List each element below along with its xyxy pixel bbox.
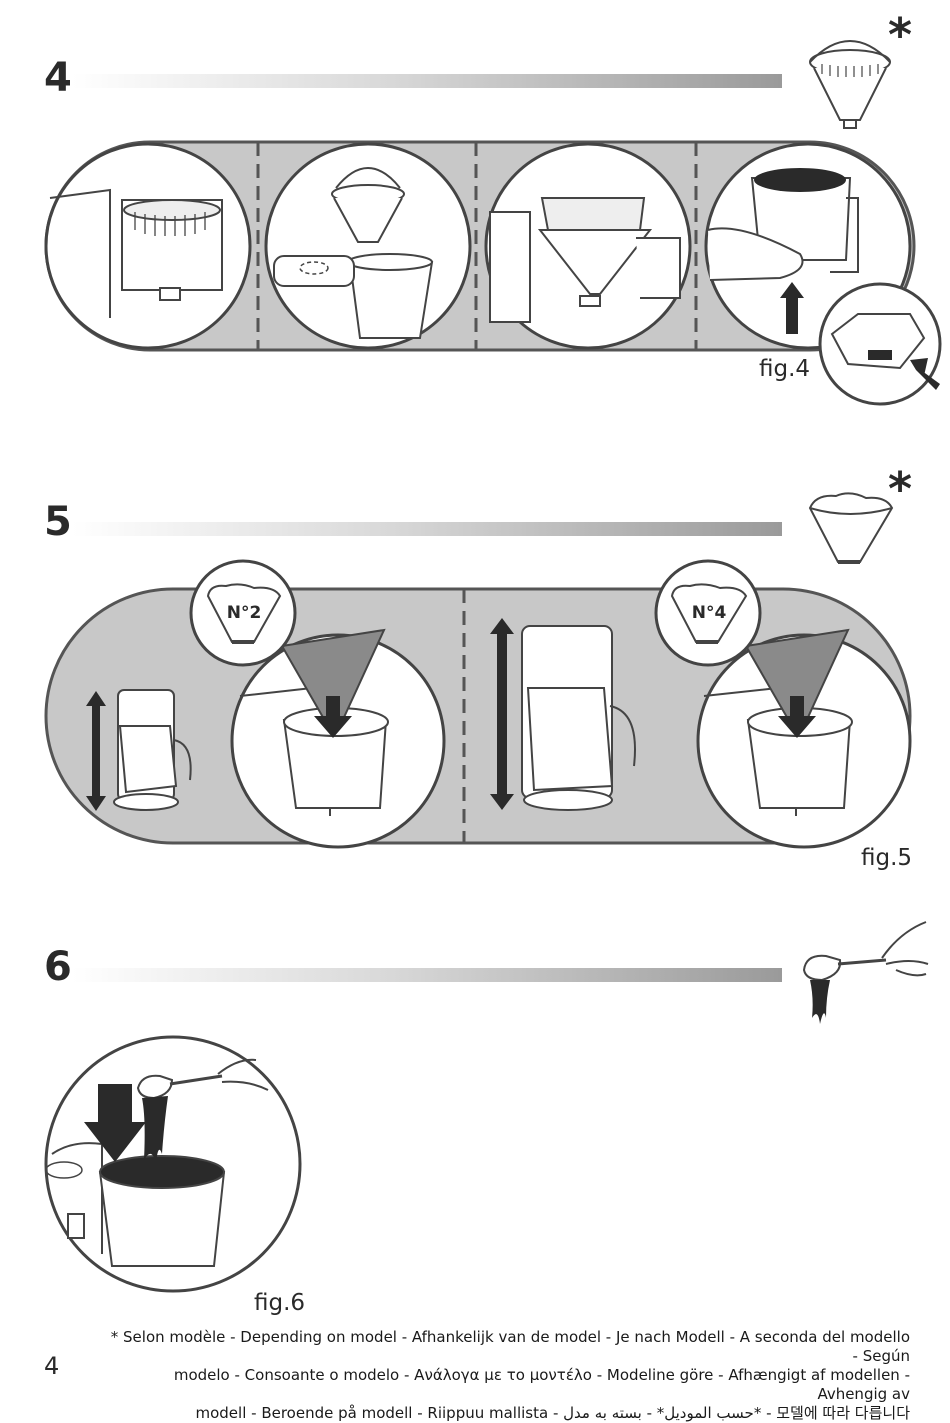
step-5-illustration-panel: N°2 N°4 — [44, 559, 912, 849]
paper-filter-icon — [808, 492, 894, 564]
step-4-asterisk: * — [888, 8, 913, 62]
step-4-number: 4 — [44, 55, 72, 101]
model-footnote: * Selon modèle - Depending on model - Af… — [110, 1328, 910, 1423]
footnote-line: modelo - Consoante o modelo - Ανάλογα με… — [173, 1366, 910, 1403]
filter-size-2-label: N°2 — [227, 603, 262, 623]
step-6-illustration — [44, 1035, 302, 1293]
step-4-header-bar — [72, 74, 782, 88]
footnote-line: modell - Beroende på modell - Riippuu ma… — [195, 1404, 911, 1422]
step-6-header-bar — [72, 968, 782, 982]
fig-6-label: fig.6 — [254, 1290, 306, 1316]
step-5-asterisk: * — [888, 462, 913, 516]
step-5-number: 5 — [44, 499, 72, 545]
fig-5-label: fig.5 — [861, 845, 913, 871]
filter-size-4-label: N°4 — [692, 603, 727, 623]
fig-4-label: fig.4 — [759, 356, 811, 382]
step-4-illustration-panel — [44, 140, 942, 406]
step-5-header-bar — [72, 522, 782, 536]
step-6-number: 6 — [44, 944, 72, 990]
filter-basket-icon — [809, 40, 891, 129]
measuring-spoon-icon — [802, 921, 929, 1024]
footnote-line: * Selon modèle - Depending on model - Af… — [110, 1328, 910, 1365]
page-number: 4 — [44, 1352, 60, 1380]
